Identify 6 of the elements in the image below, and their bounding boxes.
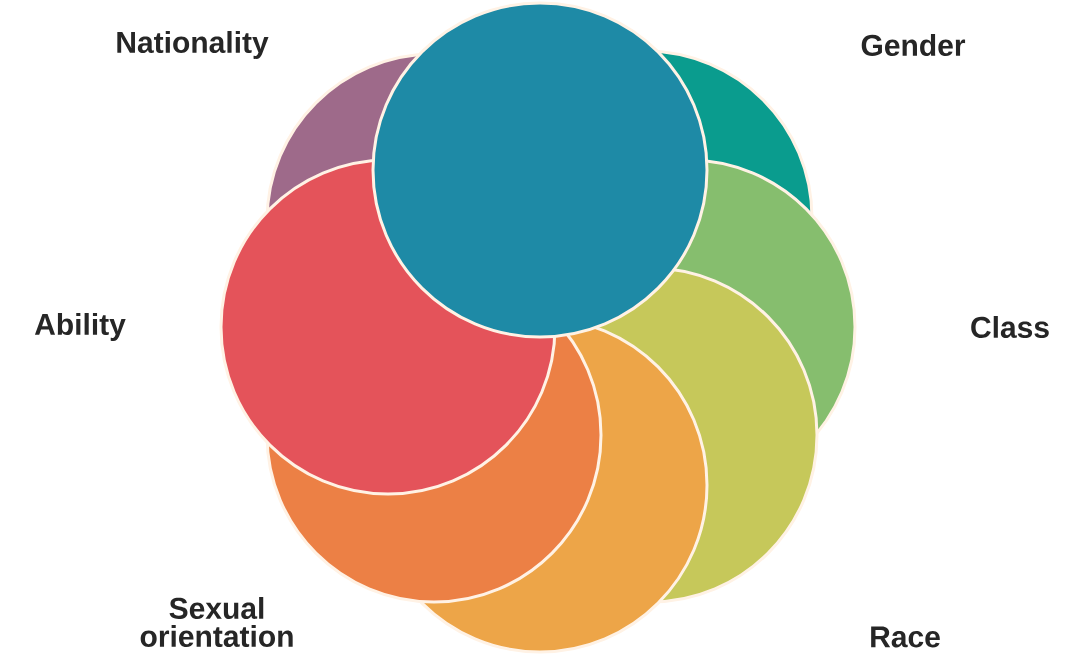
category-label: Race [871, 626, 940, 648]
category-label: Ability [34, 313, 126, 341]
category-label: Class [971, 316, 1049, 339]
category-label: Sexual orientation [140, 597, 293, 648]
category-label: Nationality [117, 31, 269, 59]
category-label: Gender [861, 34, 966, 56]
